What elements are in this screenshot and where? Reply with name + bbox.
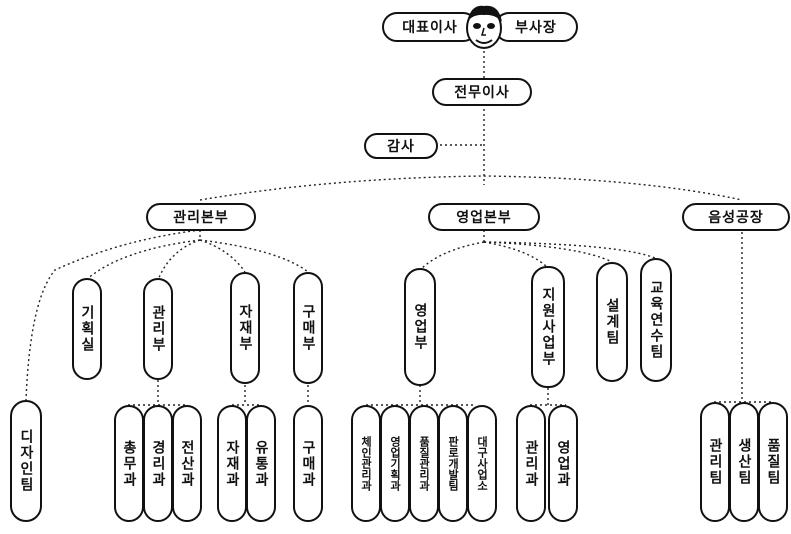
auditor-label: 감사 (387, 136, 415, 156)
design-team-box[interactable]: 디자인팀 (10, 400, 42, 522)
management-division-box[interactable]: 관리본부 (146, 203, 256, 231)
design-team-sales-box[interactable]: 설계팀 (596, 262, 628, 382)
factory-division-box[interactable]: 음성공장 (682, 203, 790, 231)
development-team-box[interactable]: 판로개발팀 (438, 405, 468, 522)
vice-president-label: 부사장 (515, 17, 557, 37)
sales-division-box[interactable]: 영업본부 (428, 203, 540, 231)
management-division-label: 관리본부 (173, 207, 229, 227)
admin-team-box[interactable]: 관리팀 (700, 402, 730, 522)
production-team-box[interactable]: 생산팀 (729, 402, 759, 522)
purchasing-dept-box[interactable]: 구매부 (293, 272, 323, 384)
sales-dept-label: 영업부 (413, 303, 427, 351)
materials-dept-label: 자재부 (238, 304, 252, 352)
daegu-office-label: 대구사업소 (477, 436, 488, 491)
sales-division-label: 영업본부 (456, 207, 512, 227)
computing-box[interactable]: 전산과 (172, 405, 202, 522)
design-team-label: 디자인팀 (19, 429, 33, 493)
ceo-label: 대표이사 (402, 17, 458, 37)
planning-office-label: 기획실 (80, 305, 94, 353)
sales-planning-label: 영업기획과 (390, 436, 401, 491)
daegu-office-box[interactable]: 대구사업소 (467, 405, 497, 522)
development-team-label: 판로개발팀 (448, 436, 459, 491)
design-team-sales-label: 설계팀 (605, 298, 619, 346)
planning-office-box[interactable]: 기획실 (72, 278, 102, 380)
training-team-box[interactable]: 교육연수팀 (640, 258, 672, 382)
quality-management-box[interactable]: 품질관리과 (409, 405, 439, 522)
purchasing-dept-label: 구매부 (301, 304, 315, 352)
admin-section-label: 관리과 (524, 440, 538, 488)
admin-section-box[interactable]: 관리과 (516, 405, 546, 522)
admin-dept-box[interactable]: 관리부 (143, 278, 173, 380)
purchasing-section-box[interactable]: 구매과 (293, 405, 323, 522)
executive-director-box[interactable]: 전무이사 (432, 78, 532, 106)
quality-management-label: 품질관리과 (419, 436, 430, 491)
sales-section-box[interactable]: 영업과 (548, 405, 578, 522)
general-affairs-box[interactable]: 총무과 (114, 405, 144, 522)
support-dept-label: 지원사업부 (541, 287, 555, 367)
materials-dept-box[interactable]: 자재부 (230, 272, 260, 384)
admin-team-label: 관리팀 (708, 438, 722, 486)
executive-director-label: 전무이사 (454, 82, 510, 102)
general-affairs-label: 총무과 (122, 440, 136, 488)
quality-team-box[interactable]: 품질팀 (758, 402, 788, 522)
factory-division-label: 음성공장 (708, 207, 764, 227)
materials-section-box[interactable]: 자재과 (217, 405, 247, 522)
computing-label: 전산과 (180, 440, 194, 488)
accounting-label: 경리과 (151, 440, 165, 488)
admin-dept-label: 관리부 (151, 305, 165, 353)
distribution-label: 유통과 (254, 440, 268, 488)
production-team-label: 생산팀 (737, 438, 751, 486)
sales-planning-box[interactable]: 영업기획과 (380, 405, 410, 522)
purchasing-section-label: 구매과 (301, 440, 315, 488)
sales-section-label: 영업과 (556, 440, 570, 488)
accounting-box[interactable]: 경리과 (143, 405, 173, 522)
support-dept-box[interactable]: 지원사업부 (531, 266, 565, 388)
ceo-portrait-icon (461, 2, 507, 52)
distribution-box[interactable]: 유통과 (246, 405, 276, 522)
chain-management-box[interactable]: 체인관리과 (351, 405, 381, 522)
materials-section-label: 자재과 (225, 440, 239, 488)
quality-team-label: 품질팀 (766, 438, 780, 486)
training-team-label: 교육연수팀 (649, 280, 663, 360)
sales-dept-box[interactable]: 영업부 (404, 268, 436, 386)
chain-management-label: 체인관리과 (361, 436, 372, 491)
auditor-box[interactable]: 감사 (364, 133, 438, 159)
